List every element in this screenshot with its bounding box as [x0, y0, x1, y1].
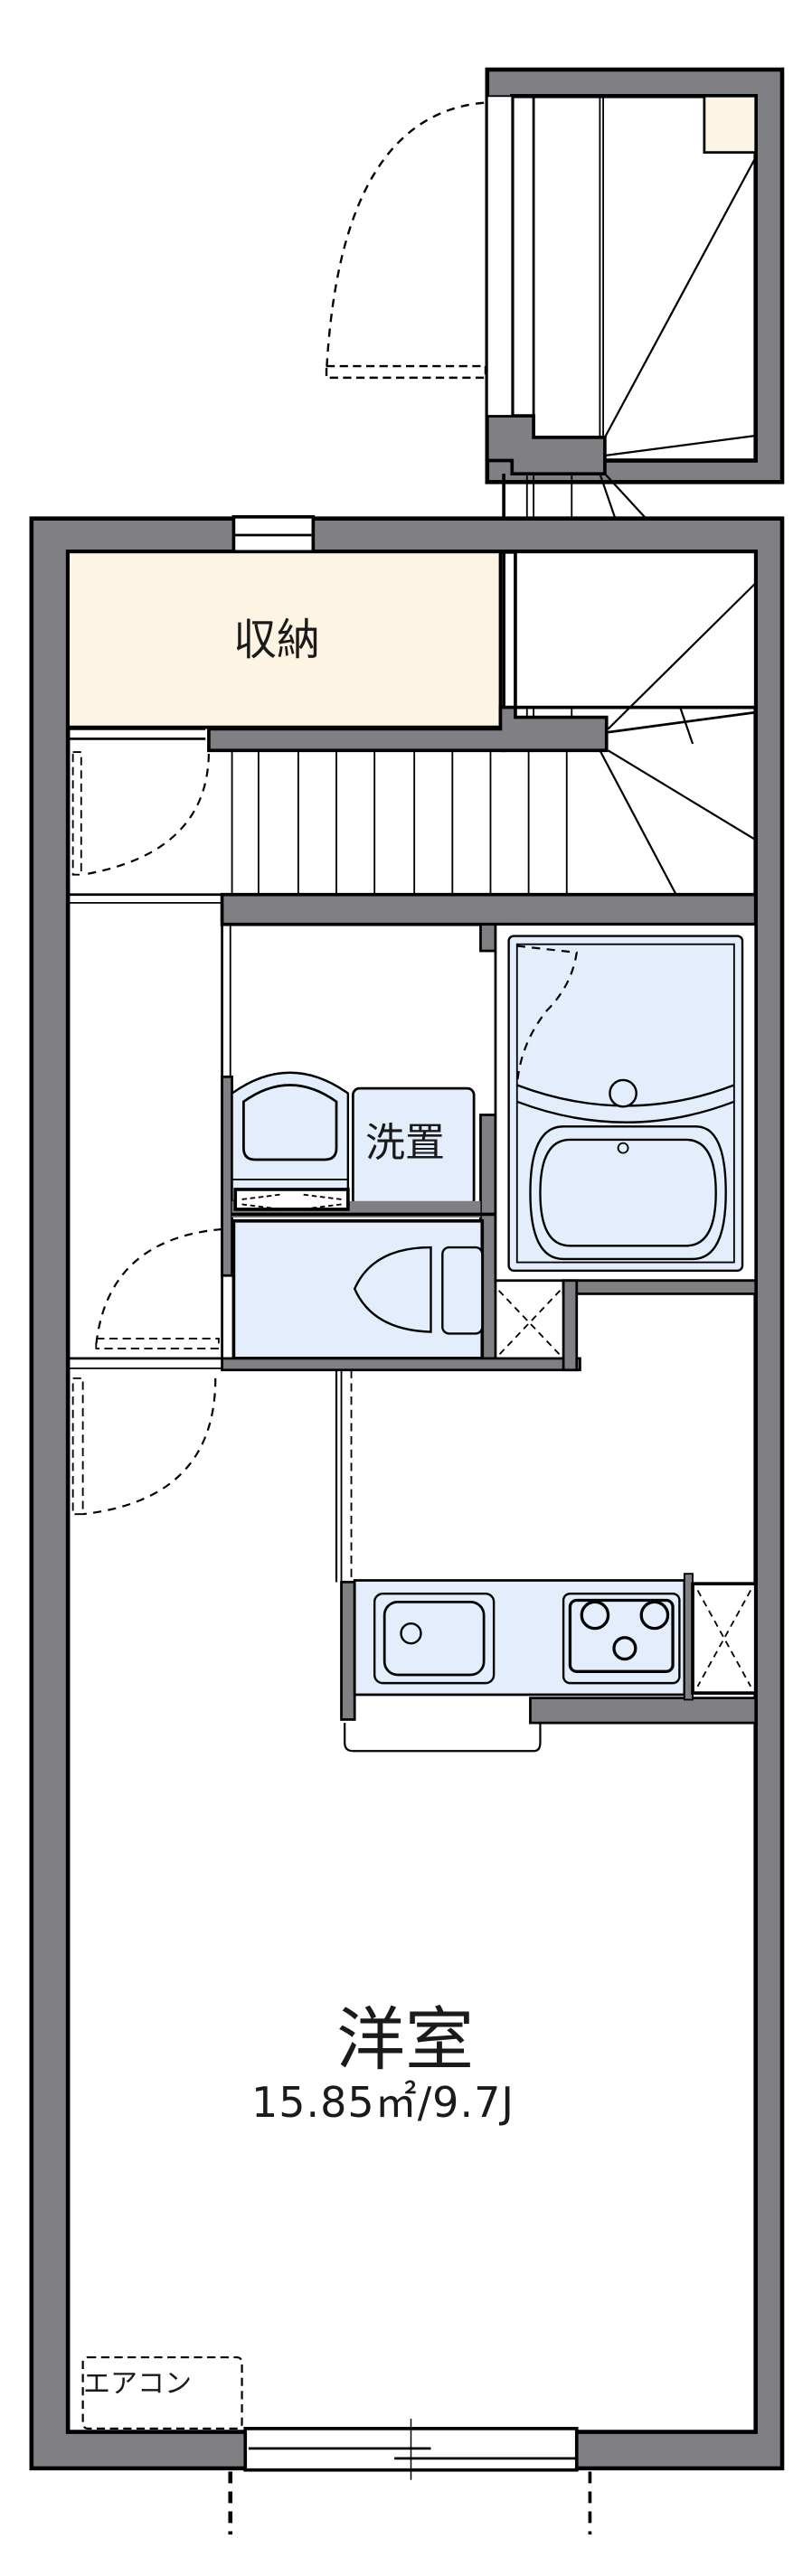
unit-bath — [494, 923, 758, 1372]
loft-stair-block — [325, 67, 785, 753]
balcony-window — [228, 2418, 592, 2535]
main-room-area: 15.85㎡/9.7J — [251, 2078, 515, 2127]
toilet-bowl — [353, 1246, 432, 1333]
storage-room — [66, 550, 503, 729]
aircon-box — [81, 2355, 243, 2430]
kitchen — [340, 1573, 758, 1753]
loft-storage-box — [703, 94, 758, 154]
washer-label: 洗置 — [365, 1120, 445, 1166]
entrance-doors — [68, 1227, 353, 1583]
washroom — [221, 923, 497, 1368]
main-room-label: 洋室 — [336, 1999, 474, 2080]
outer-walls — [29, 514, 785, 2471]
toilet-tank — [441, 1246, 484, 1335]
aircon-label: エアコン — [83, 2368, 192, 2400]
toilet-room — [221, 1218, 581, 1372]
main-stair — [231, 582, 757, 896]
storage-label: 収納 — [233, 615, 321, 665]
